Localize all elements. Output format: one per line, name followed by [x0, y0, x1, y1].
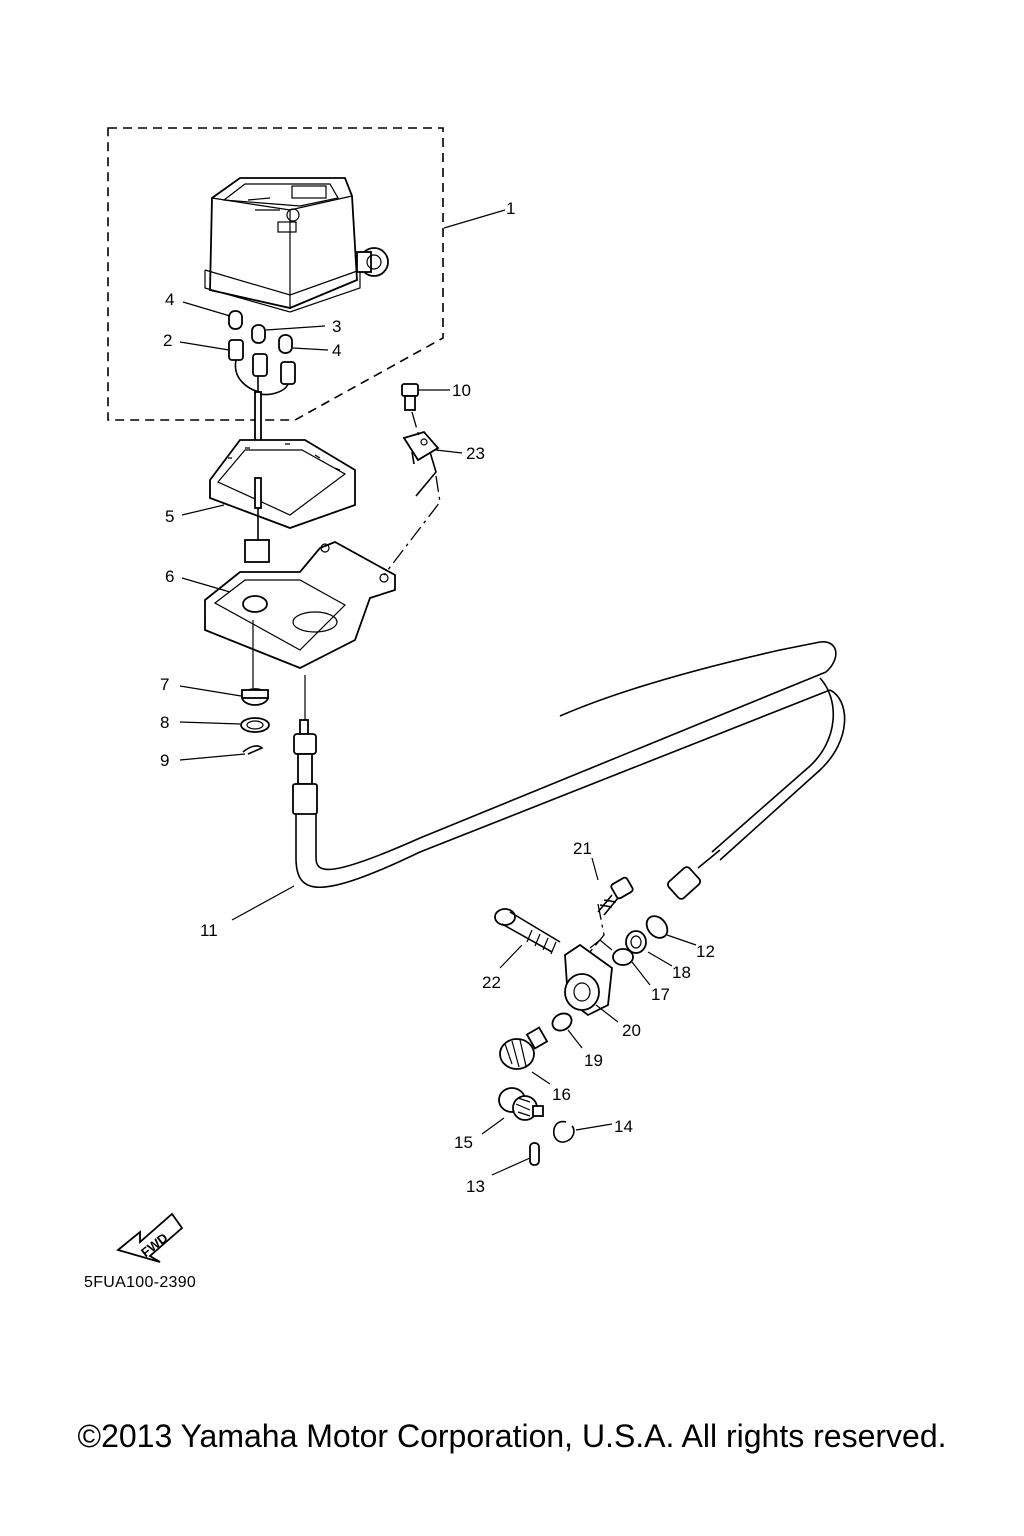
socket-harness	[228, 339, 296, 479]
assembly-boundary	[107, 127, 444, 421]
callout-9: 9	[160, 751, 169, 770]
callout-21: 21	[573, 839, 592, 858]
diagram-code: 5FUA100-2390	[84, 1274, 197, 1291]
callout-6: 6	[165, 567, 174, 586]
callout-15: 15	[454, 1133, 473, 1152]
callout-10: 10	[452, 381, 471, 400]
o-ring-19	[551, 1012, 573, 1032]
clip-23	[402, 430, 440, 497]
bolt-21	[597, 876, 634, 916]
grommet-washer-clip	[240, 620, 270, 755]
gear-16	[499, 1026, 549, 1070]
meter-cover	[209, 439, 356, 563]
gear-15	[498, 1087, 544, 1121]
fwd-arrow-icon: FWD	[116, 1212, 184, 1263]
meter-assembly	[204, 177, 389, 313]
meter-bracket	[204, 541, 396, 669]
callout-5: 5	[165, 507, 174, 526]
callout-19: 19	[584, 1051, 603, 1070]
callout-17: 17	[651, 985, 670, 1004]
callout-7: 7	[160, 675, 169, 694]
callout-14: 14	[614, 1117, 633, 1136]
bolt-10	[401, 383, 419, 411]
o-ring-12	[645, 915, 669, 939]
meter-cable	[292, 641, 846, 900]
callout-8: 8	[160, 713, 169, 732]
leader-lines	[179, 209, 697, 1176]
washer-17	[612, 948, 634, 966]
oil-seal-18	[625, 930, 647, 954]
callout-16: 16	[552, 1085, 571, 1104]
callout-12: 12	[696, 942, 715, 961]
bulb-parts	[228, 310, 293, 354]
callout-22: 22	[482, 973, 501, 992]
callout-3: 3	[332, 317, 341, 336]
callout-4: 4	[332, 341, 341, 360]
circlip-14	[552, 1120, 575, 1143]
callout-11: 11	[200, 921, 218, 940]
pin-13	[529, 1142, 540, 1166]
gear-housing-20	[564, 939, 613, 1017]
callout-13: 13	[466, 1177, 485, 1196]
bolt-22	[494, 908, 561, 955]
callout-20: 20	[622, 1021, 641, 1040]
callout-23: 23	[466, 444, 485, 463]
callout-18: 18	[672, 963, 691, 982]
callout-2: 2	[163, 331, 172, 350]
copyright-notice: ©2013 Yamaha Motor Corporation, U.S.A. A…	[77, 1418, 947, 1454]
callout-4: 4	[165, 290, 174, 309]
callout-1: 1	[506, 199, 515, 218]
